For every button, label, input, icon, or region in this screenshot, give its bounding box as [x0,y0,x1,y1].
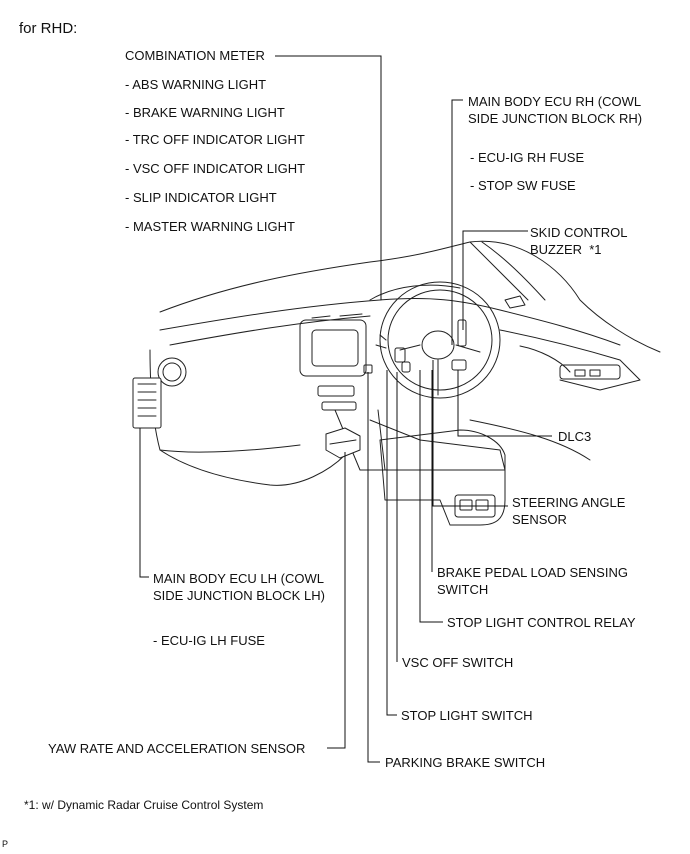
leader-yaw-rate [327,452,346,749]
leader-stop-relay [419,370,443,623]
label-ecu-ig-lh-fuse: - ECU-IG LH FUSE [153,633,265,648]
center-display [311,329,359,367]
label-stop-light-control-relay: STOP LIGHT CONTROL RELAY [447,615,636,630]
label-brake-pedal-load-switch: BRAKE PEDAL LOAD SENSING SWITCH [437,565,628,597]
label-main-body-ecu-lh: MAIN BODY ECU LH (COWL SIDE JUNCTION BLO… [153,571,325,603]
yaw-sensor-shape [325,427,361,459]
label-brake-warning: - BRAKE WARNING LIGHT [125,105,285,120]
label-parking-brake-switch: PARKING BRAKE SWITCH [385,755,546,770]
steering-wheel [379,281,501,399]
dash-right [499,329,641,391]
left-vent [157,357,187,387]
leader-ecu-lh [139,428,149,578]
label-trc-off: - TRC OFF INDICATOR LIGHT [125,132,305,147]
dash-top-2 [169,315,371,346]
ecu-lh-box [132,377,162,429]
leader-combination-meter [275,55,382,300]
leader-steering-angle [432,360,508,507]
label-stop-sw-fuse: - STOP SW FUSE [470,178,576,193]
armrest-console [379,429,506,526]
label-vsc-off-switch: VSC OFF SWITCH [402,655,514,670]
a-pillar-right-2 [481,241,546,301]
label-main-body-ecu-rh: MAIN BODY ECU RH (COWL SIDE JUNCTION BLO… [468,94,643,126]
leader-parking-brake [367,372,380,763]
meter-hood [369,284,461,301]
label-abs-warning: - ABS WARNING LIGHT [125,77,267,92]
label-yaw-rate-sensor: YAW RATE AND ACCELERATION SENSOR [48,741,306,756]
label-dlc3: DLC3 [558,429,592,444]
label-steering-angle-sensor: STEERING ANGLE SENSOR [512,495,626,527]
label-vsc-off-indicator: - VSC OFF INDICATOR LIGHT [125,161,306,176]
heading: for RHD: [19,20,78,37]
footnote: *1: w/ Dynamic Radar Cruise Control Syst… [24,798,264,812]
leader-stop-light-switch [386,370,397,716]
leader-skid-buzzer [462,230,528,330]
leader-dlc3 [457,370,552,437]
a-pillar-right [469,241,529,301]
label-master-warning: - MASTER WARNING LIGHT [125,219,295,234]
label-skid-control-buzzer: SKID CONTROL BUZZER *1 [530,225,628,257]
leader-ecu-rh [451,99,463,345]
dash-lower-left [159,449,346,486]
label-combination-meter: COMBINATION METER [125,48,265,63]
dash-left-panel [149,349,301,453]
corner-mark: P [2,839,9,849]
label-slip-indicator: - SLIP INDICATOR LIGHT [125,190,277,205]
label-ecu-ig-rh-fuse: - ECU-IG RH FUSE [470,150,585,165]
label-stop-light-switch: STOP LIGHT SWITCH [401,708,533,723]
dash-top [159,297,621,346]
